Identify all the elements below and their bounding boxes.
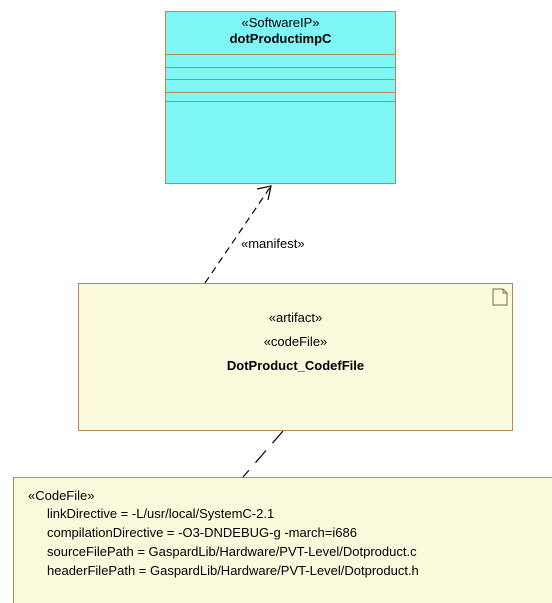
compartment-divider <box>166 79 395 80</box>
artifact-box[interactable]: «artifact» «codeFile» DotProduct_CodefFi… <box>78 283 513 431</box>
manifest-arrowhead <box>256 185 272 201</box>
compartment-divider <box>166 67 395 68</box>
artifact-stereotype: «artifact» <box>268 310 323 325</box>
compartment-divider <box>166 92 395 93</box>
document-icon <box>492 288 508 306</box>
software-ip-class[interactable]: «SoftwareIP» dotProductimpC <box>165 11 396 184</box>
manifest-label: «manifest» <box>241 236 305 251</box>
link-directive-row: linkDirective = -L/usr/local/SystemC-2.1 <box>47 506 275 521</box>
compartment-divider <box>166 54 395 55</box>
compilation-directive-row: compilationDirective = -O3-DNDEBUG-g -ma… <box>47 525 357 540</box>
artifact-name: DotProduct_CodefFile <box>226 358 365 373</box>
class-name: dotProductimpC <box>229 31 332 46</box>
note-anchor-line <box>242 430 284 478</box>
code-file-stereotype: «codeFile» <box>263 334 328 349</box>
source-file-path-row: sourceFilePath = GaspardLib/Hardware/PVT… <box>47 544 417 559</box>
header-file-path-row: headerFilePath = GaspardLib/Hardware/PVT… <box>47 563 419 578</box>
code-file-note[interactable]: «CodeFile» linkDirective = -L/usr/local/… <box>13 477 552 603</box>
compartment-divider <box>166 101 395 102</box>
manifest-dependency-line <box>204 185 272 284</box>
note-stereotype: «CodeFile» <box>28 488 95 503</box>
class-stereotype: «SoftwareIP» <box>241 15 320 30</box>
